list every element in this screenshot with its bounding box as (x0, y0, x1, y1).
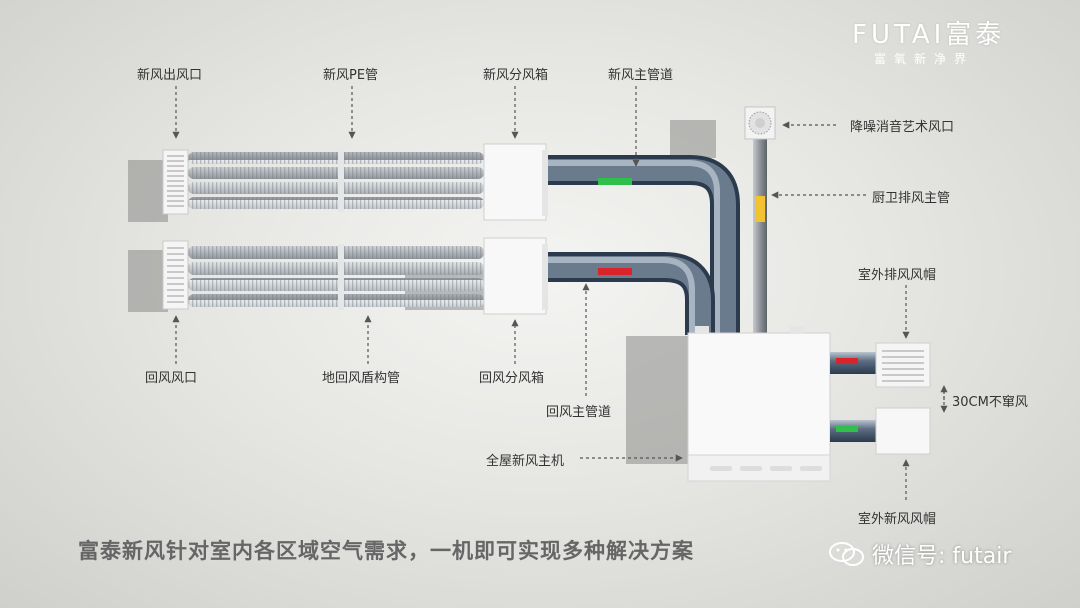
label-outdoor-exhaust-cap: 室外排风风帽 (858, 268, 937, 283)
label-floor-pipe: 地回风盾构管 (322, 371, 401, 386)
brand-tagline: 富氧新净界 (874, 52, 975, 66)
return-distribution-box (483, 237, 548, 315)
label-fresh-pe-pipe: 新风PE管 (323, 68, 379, 83)
label-outdoor-fresh-cap: 室外新风风帽 (858, 512, 937, 527)
return-outlet-vent (162, 240, 189, 310)
label-art-vent: 降噪消音艺术风口 (850, 120, 955, 135)
label-return-main: 回风主管道 (546, 405, 612, 420)
label-main-unit: 全屋新风主机 (486, 454, 565, 469)
fresh-distribution-box (483, 143, 548, 221)
outdoor-exhaust-duct (830, 342, 931, 388)
fresh-main-duct (544, 155, 740, 335)
kitchen-exhaust-pipe (744, 106, 776, 333)
leader-arrows (172, 86, 910, 500)
label-return-outlet: 回风风口 (145, 371, 198, 386)
return-main-duct (544, 252, 715, 335)
slogan: 富泰新风针对室内各区域空气需求，一机即可实现多种解决方案 (78, 539, 694, 563)
wechat-icon (829, 542, 864, 566)
label-return-box: 回风分风箱 (479, 371, 545, 386)
fresh-outlet-vent (162, 149, 189, 215)
return-flex-pipes (188, 244, 484, 310)
label-kitchen-exhaust: 厨卫排风主管 (872, 191, 951, 206)
wechat-watermark: 微信号: futair (828, 538, 1011, 570)
outdoor-fresh-duct (830, 407, 931, 455)
fresh-flex-pipes (188, 150, 484, 212)
main-unit (687, 326, 831, 482)
label-fresh-outlet: 新风出风口 (137, 68, 203, 83)
label-fresh-box: 新风分风箱 (483, 68, 549, 83)
wechat-id: 微信号: futair (872, 544, 1012, 569)
label-fresh-main: 新风主管道 (608, 68, 674, 83)
label-gap-note: 30CM不窜风 (952, 395, 1028, 410)
brand-logo: FUTAI富泰 (852, 20, 1006, 50)
